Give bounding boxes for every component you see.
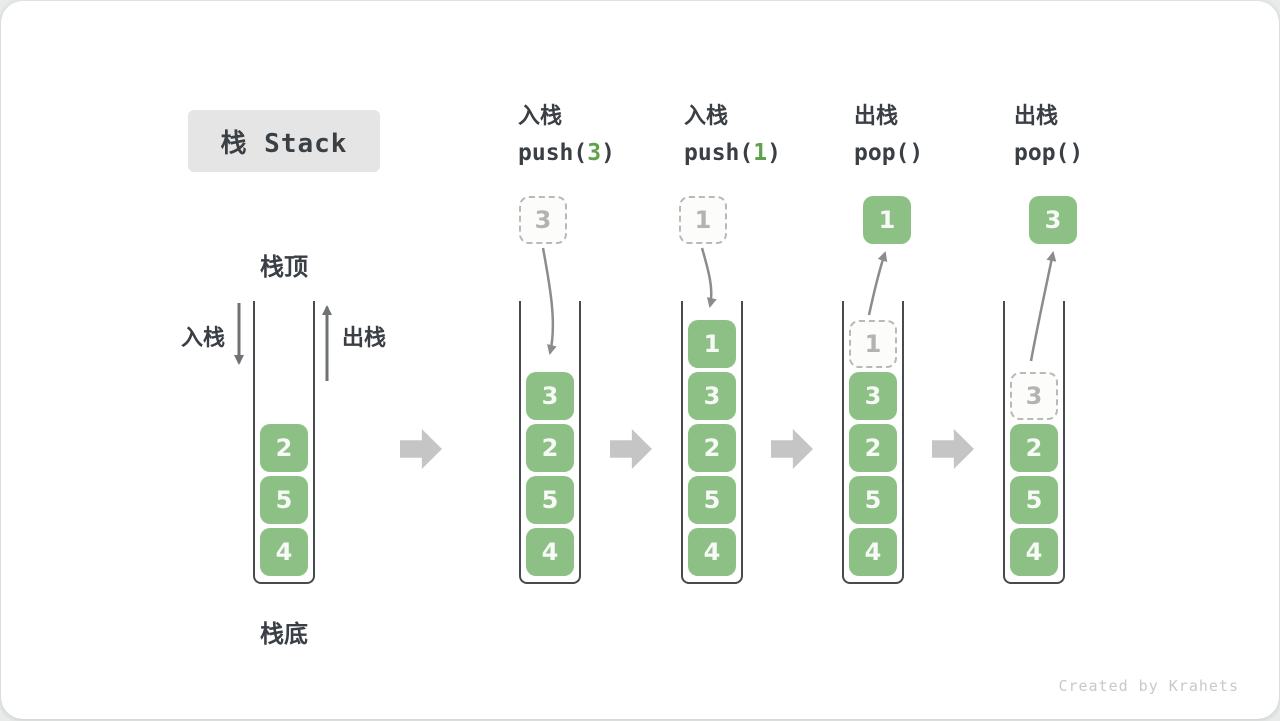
push-1-arrow-icon: [700, 247, 717, 308]
stack-cell: 5: [849, 476, 897, 524]
op-pop-1: 出栈 pop(): [854, 104, 1014, 176]
stack-cell: 2: [526, 424, 574, 472]
floating-push-value: 1: [679, 196, 727, 244]
stack-cell: 1: [688, 320, 736, 368]
op-label: 出栈: [1014, 104, 1059, 129]
op-push-1: 入栈 push(1): [684, 104, 844, 176]
op-label: 入栈: [684, 104, 729, 129]
stack-cell: 4: [1010, 528, 1058, 576]
stack-cell: 5: [260, 476, 308, 524]
stack-cell: 2: [1010, 424, 1058, 472]
stack-cell: 4: [260, 528, 308, 576]
op-pop-3: 出栈 pop(): [1014, 104, 1174, 176]
stack-cell: 3: [688, 372, 736, 420]
diagram-title: 栈 Stack: [188, 110, 380, 172]
ghost-cell: 3: [1010, 372, 1058, 420]
stack-cell: 5: [526, 476, 574, 524]
op-code: pop(): [1014, 140, 1084, 166]
popped-value: 3: [1029, 196, 1077, 244]
stack-bottom-label: 栈底: [260, 620, 308, 648]
stack-cell: 2: [260, 424, 308, 472]
op-code: push(1): [684, 140, 781, 166]
ghost-cell: 1: [849, 320, 897, 368]
popped-value: 1: [863, 196, 911, 244]
push-direction-label: 入栈: [180, 326, 225, 351]
next-step-arrow-icon: [932, 429, 974, 469]
code-arg: 3: [587, 140, 602, 166]
stack-cell: 2: [849, 424, 897, 472]
stack-cell: 3: [526, 372, 574, 420]
op-code: push(3): [518, 140, 615, 166]
pop-direction-label: 出栈: [342, 326, 387, 351]
op-label: 入栈: [518, 104, 563, 129]
stack-cell: 4: [526, 528, 574, 576]
op-push-3: 入栈 push(3): [518, 104, 678, 176]
stack-cell: 2: [688, 424, 736, 472]
stack-cell: 4: [688, 528, 736, 576]
next-step-arrow-icon: [771, 429, 813, 469]
op-code: pop(): [854, 140, 924, 166]
next-step-arrow-icon: [400, 429, 442, 469]
stack-cell: 5: [1010, 476, 1058, 524]
stack-cell: 5: [688, 476, 736, 524]
floating-push-value: 3: [519, 196, 567, 244]
stack-top-label: 栈顶: [260, 253, 308, 281]
credit-text: Created by Krahets: [1058, 677, 1239, 695]
next-step-arrow-icon: [610, 429, 652, 469]
stack-cell: 4: [849, 528, 897, 576]
op-label: 出栈: [854, 104, 899, 129]
code-arg: 1: [753, 140, 768, 166]
stack-cell: 3: [849, 372, 897, 420]
